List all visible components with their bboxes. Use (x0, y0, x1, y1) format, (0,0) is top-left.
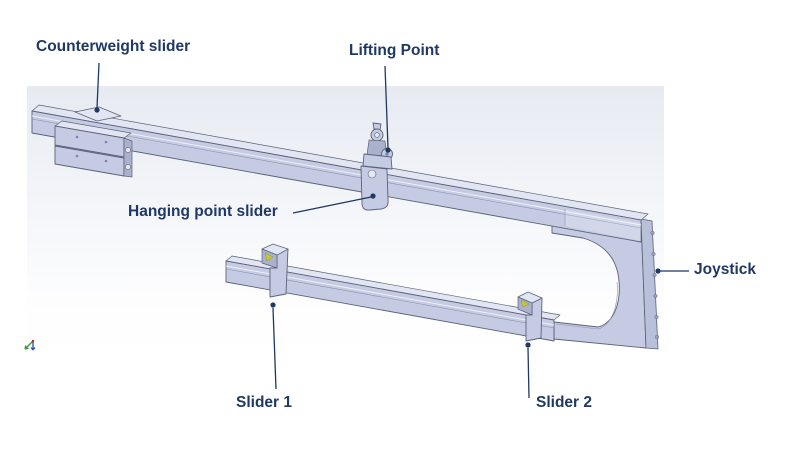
lifting-point-label: Lifting Point (349, 42, 440, 59)
counterweight-screw (75, 154, 79, 158)
lifting-point-leader-dot (385, 147, 391, 153)
hanging-point-slider-part (360, 165, 389, 211)
upper-beam-right-inset (565, 209, 641, 241)
hanging-point-leader-line (292, 196, 372, 214)
end-plate-face (551, 203, 647, 349)
slider1-leader-dot (270, 302, 276, 308)
slider2-direction-marker (520, 299, 530, 308)
slider1-leader-line (272, 307, 277, 390)
counterweight-slider-part (54, 106, 133, 178)
slider2-label: Slider 2 (536, 394, 592, 411)
hanging-plate (360, 165, 389, 211)
counterweight-end-hole (125, 164, 131, 170)
slider2-part (517, 291, 543, 342)
counterweight-screw (104, 140, 108, 144)
slider2-leader-dot (525, 342, 531, 348)
lower-beam (225, 255, 561, 342)
counterweight-end-hole (125, 147, 131, 153)
joystick-screw (653, 294, 658, 299)
counterweight-leader-line (96, 62, 100, 109)
upper-beam-groove (31, 118, 642, 229)
joystick-leader-dot (655, 268, 661, 274)
joystick-screw (652, 273, 657, 278)
upper-beam-front-face (31, 110, 642, 243)
counterweight-top-plate (74, 106, 122, 122)
upper-beam (31, 104, 649, 243)
annotations (94, 62, 689, 399)
joystick-screw (650, 230, 655, 235)
joystick-screw (655, 335, 660, 340)
hanging-point-slider-label: Hanging point slider (128, 203, 278, 220)
lifting-point-base (362, 153, 393, 170)
lifting-point-leader-line (384, 65, 389, 149)
joystick-strip (640, 218, 659, 350)
hanging-point-leader-dot (370, 193, 376, 199)
end-plate (551, 203, 647, 349)
lifting-point-ring-hole (374, 132, 380, 138)
joystick-screw (651, 251, 656, 256)
lifting-point-knob-center (385, 152, 389, 156)
joystick-screw (654, 315, 659, 320)
slider1-part (261, 243, 289, 298)
slider2-leader-line (527, 347, 530, 399)
counterweight-slider-label: Counterweight slider (36, 38, 191, 55)
joystick-label: Joystick (694, 261, 757, 278)
end-plate-cutout-inner-edge (555, 281, 618, 330)
counterweight-screw (104, 159, 108, 163)
counterweight-end-face (123, 137, 133, 178)
slider1-label: Slider 1 (236, 394, 292, 411)
joystick-panel (640, 218, 660, 350)
origin-triad-icon (24, 339, 36, 351)
counterweight-leader-dot (94, 107, 100, 113)
upper-beam-groove (31, 115, 642, 226)
counterweight-screw (75, 135, 79, 139)
hanging-plate-hole (367, 169, 377, 179)
slider1-direction-marker (264, 252, 274, 262)
